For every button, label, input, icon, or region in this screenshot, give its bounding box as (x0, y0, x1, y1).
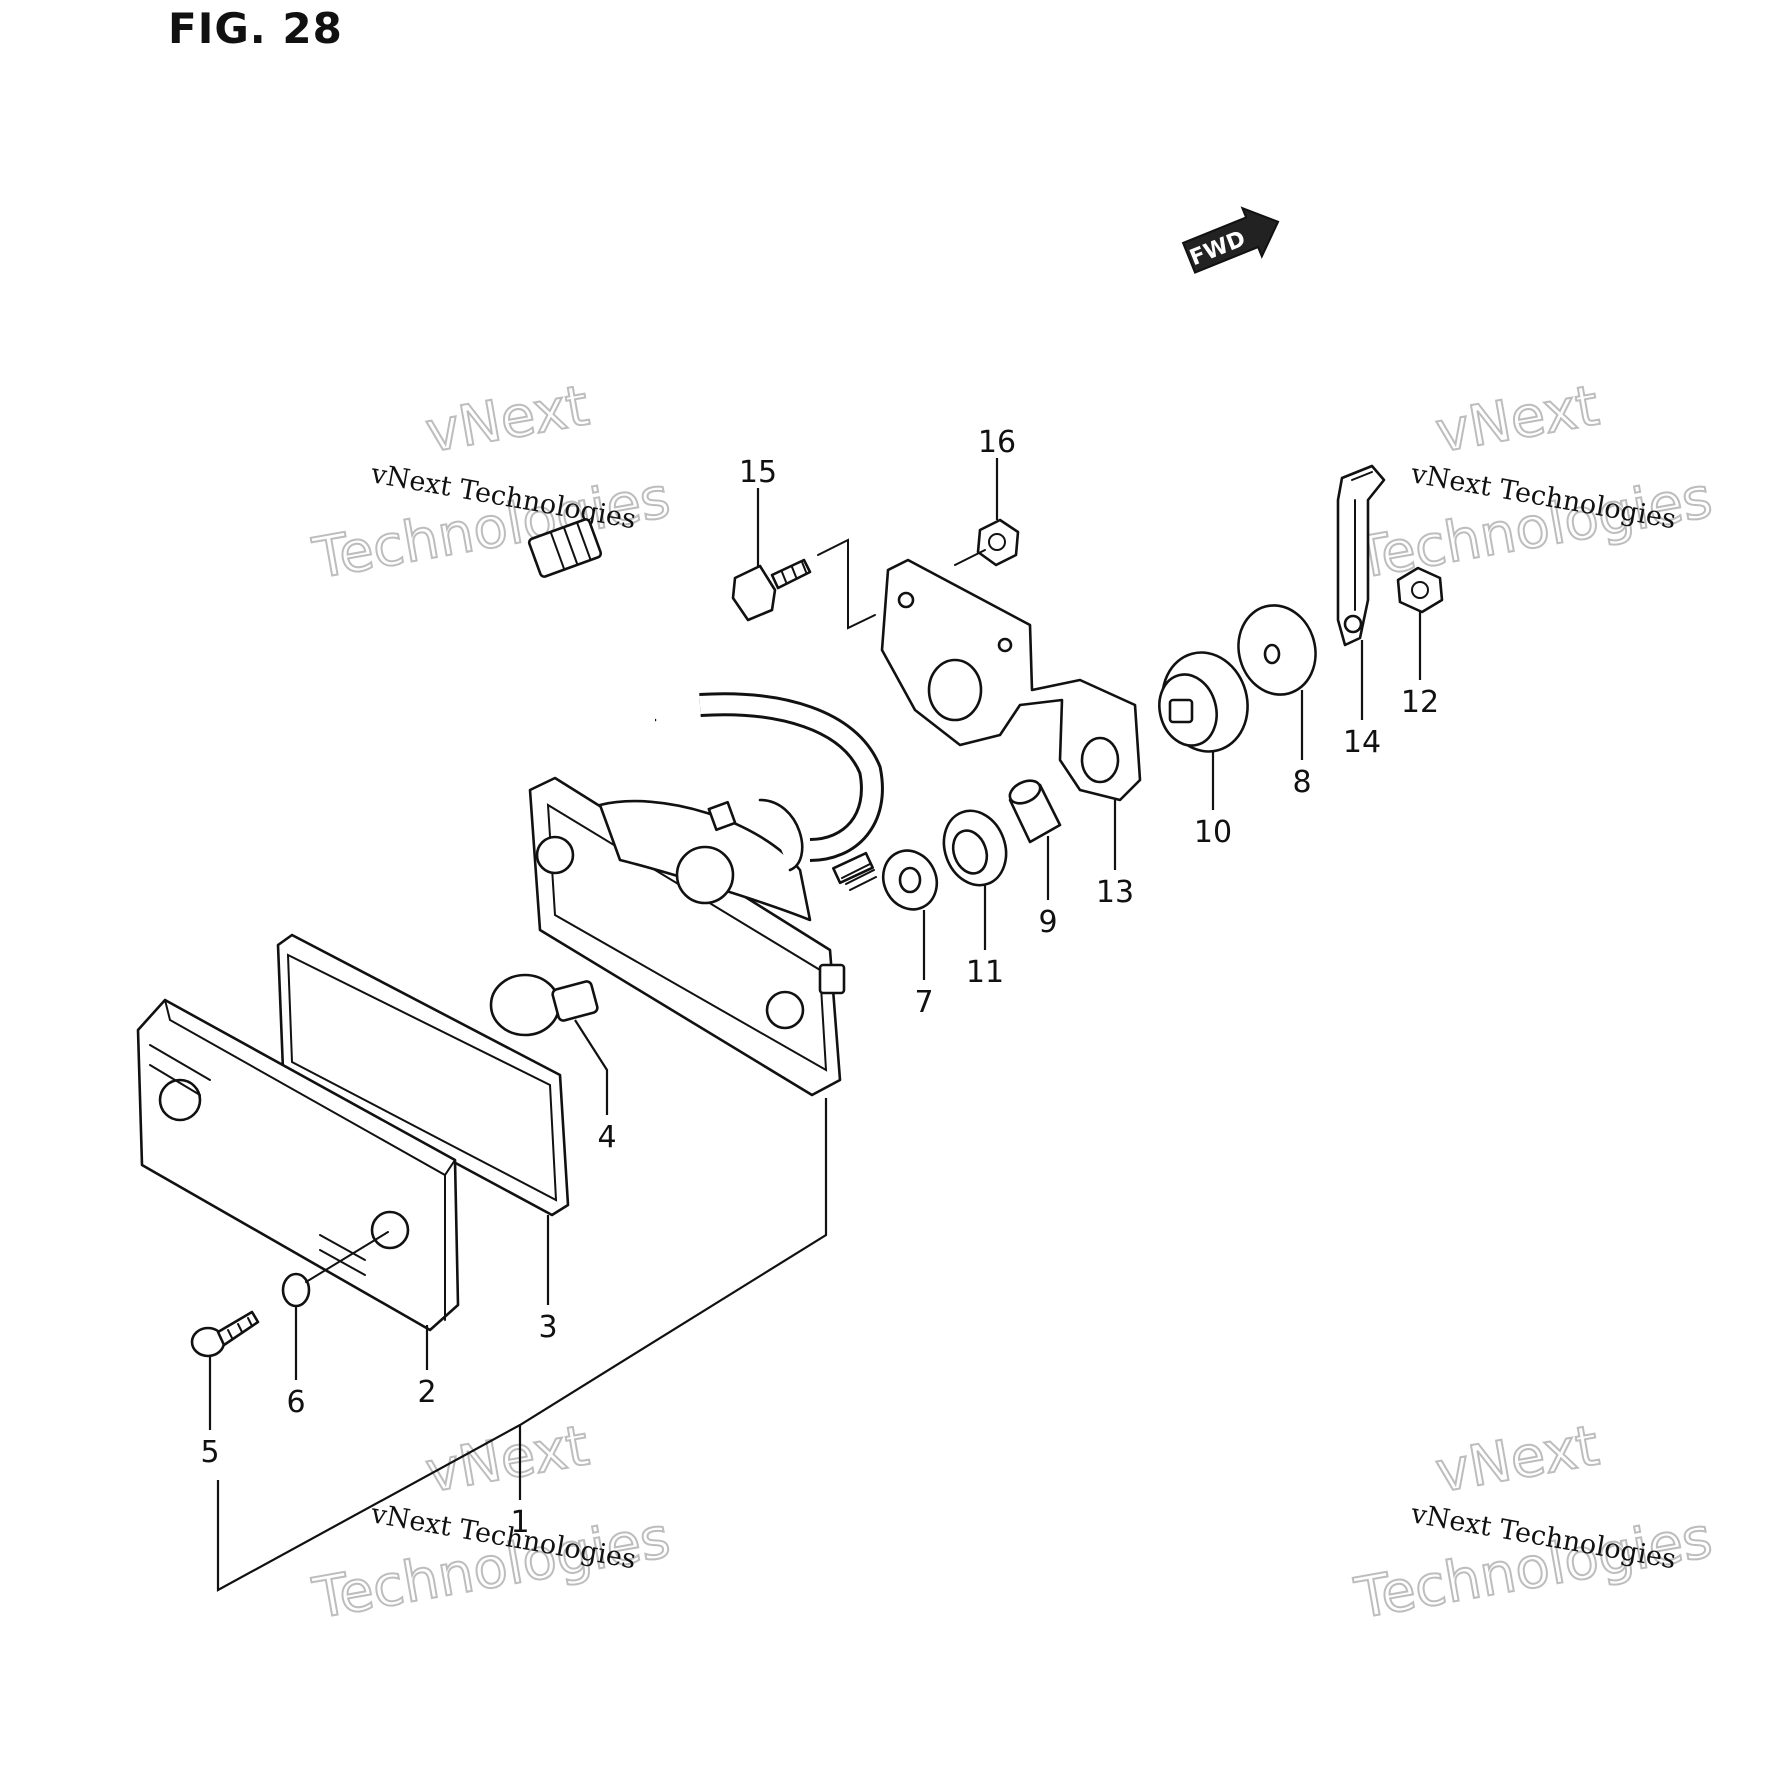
part-9-collar (1008, 779, 1062, 900)
callout-1: 1 (510, 1505, 529, 1540)
part-15-bolt (731, 488, 876, 630)
watermark-brand: vNext (421, 1413, 593, 1505)
part-7-washer (881, 849, 939, 980)
callout-9: 9 (1038, 905, 1057, 940)
watermark-brand: vNext (421, 373, 593, 465)
watermark-brand: vNext (1431, 373, 1603, 465)
watermark-bottom-left: vNext Technologies vNext Technologies (307, 1412, 676, 1633)
fwd-direction-arrow: FWD (1181, 206, 1280, 274)
callout-12: 12 (1401, 685, 1439, 720)
callout-8: 8 (1292, 765, 1311, 800)
callout-2: 2 (417, 1375, 436, 1410)
housing-stud-bottom (832, 851, 877, 891)
callout-10: 10 (1194, 815, 1232, 850)
part-8-washer (1237, 604, 1317, 760)
watermark-bottom-right: vNext Technologies vNext Technologies (1349, 1412, 1718, 1633)
watermark-brand: vNext (1431, 1413, 1603, 1505)
wire-connector (527, 518, 603, 578)
part-11-grommet (942, 809, 1008, 950)
figure-title: FIG. 28 (168, 4, 343, 53)
part-10-cushion (1158, 651, 1249, 810)
part-2-lens (136, 998, 460, 1370)
callout-3: 3 (538, 1310, 557, 1345)
watermark-top-left: vNext Technologies vNext Technologies (307, 372, 676, 593)
callout-labels: 2 3 4 5 6 7 8 9 10 11 12 13 14 15 16 1 (200, 425, 1439, 1540)
part-4-bulb (489, 973, 609, 1115)
callout-6: 6 (286, 1385, 305, 1420)
callout-13: 13 (1096, 875, 1134, 910)
lamp-housing (528, 776, 877, 1097)
part-16-nut (954, 458, 1020, 567)
part-13-bracket (880, 558, 1142, 870)
callout-4: 4 (597, 1120, 616, 1155)
wire-harness (453, 518, 884, 862)
callout-14: 14 (1343, 725, 1381, 760)
watermark-top-right: vNext Technologies vNext Technologies (1349, 372, 1718, 593)
callout-11: 11 (966, 955, 1004, 990)
part-5-screw (190, 1310, 260, 1430)
callout-16: 16 (978, 425, 1016, 460)
callout-5: 5 (200, 1435, 219, 1470)
part-6-washer (281, 1231, 389, 1380)
part-14-clamp (1336, 464, 1386, 720)
housing-stud-top (707, 800, 737, 832)
callout-7: 7 (914, 985, 933, 1020)
assembly-leader-lines (216, 1098, 828, 1592)
part-12-nut (1396, 566, 1444, 680)
callout-15: 15 (739, 455, 777, 490)
